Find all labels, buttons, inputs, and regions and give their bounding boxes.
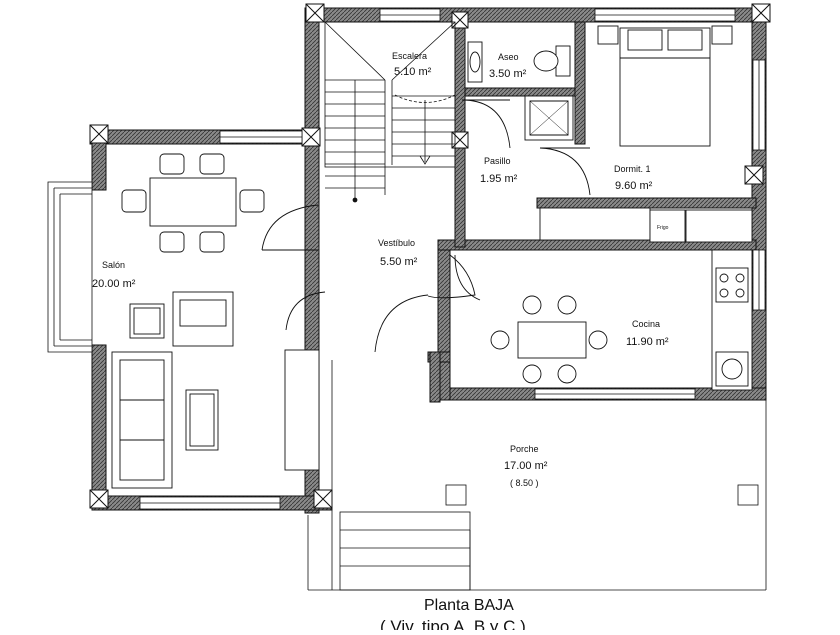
label-pasillo-name: Pasillo <box>484 156 511 166</box>
label-pasillo-area: 1.95 m² <box>480 173 518 185</box>
label-aseo-area: 3.50 m² <box>489 68 527 80</box>
label-cocina-name: Cocina <box>632 319 660 329</box>
label-cocina-area: 11.90 m² <box>626 336 669 348</box>
label-vestibulo-area: 5.50 m² <box>380 256 418 268</box>
label-salon-name: Salón <box>102 260 125 270</box>
label-escalera-area: 5.10 m² <box>394 66 432 78</box>
label-porche-note: ( 8.50 ) <box>510 478 539 488</box>
label-frigo: Frigo <box>657 225 669 231</box>
windows <box>47 8 766 510</box>
furniture <box>111 25 753 489</box>
label-porche-area: 17.00 m² <box>504 460 548 472</box>
label-aseo-name: Aseo <box>498 52 519 62</box>
caption-title: Planta BAJA <box>424 597 514 614</box>
caption: Planta BAJA ( Viv. tipo A, B y C ) <box>380 597 526 635</box>
label-dormit-area: 9.60 m² <box>615 180 653 192</box>
porch-outline <box>307 360 767 591</box>
room-labels: Escalera 5.10 m² Aseo 3.50 m² Dormit. 1 … <box>92 51 669 488</box>
label-dormit-name: Dormit. 1 <box>614 164 651 174</box>
columns <box>89 3 771 509</box>
staircase <box>324 21 456 203</box>
doors <box>261 99 591 353</box>
label-salon-area: 20.00 m² <box>92 278 136 290</box>
label-porche-name: Porche <box>510 444 539 454</box>
caption-subtitle: ( Viv. tipo A, B y C ) <box>380 617 526 630</box>
label-escalera-name: Escalera <box>392 51 427 61</box>
label-vestibulo-name: Vestíbulo <box>378 238 415 248</box>
